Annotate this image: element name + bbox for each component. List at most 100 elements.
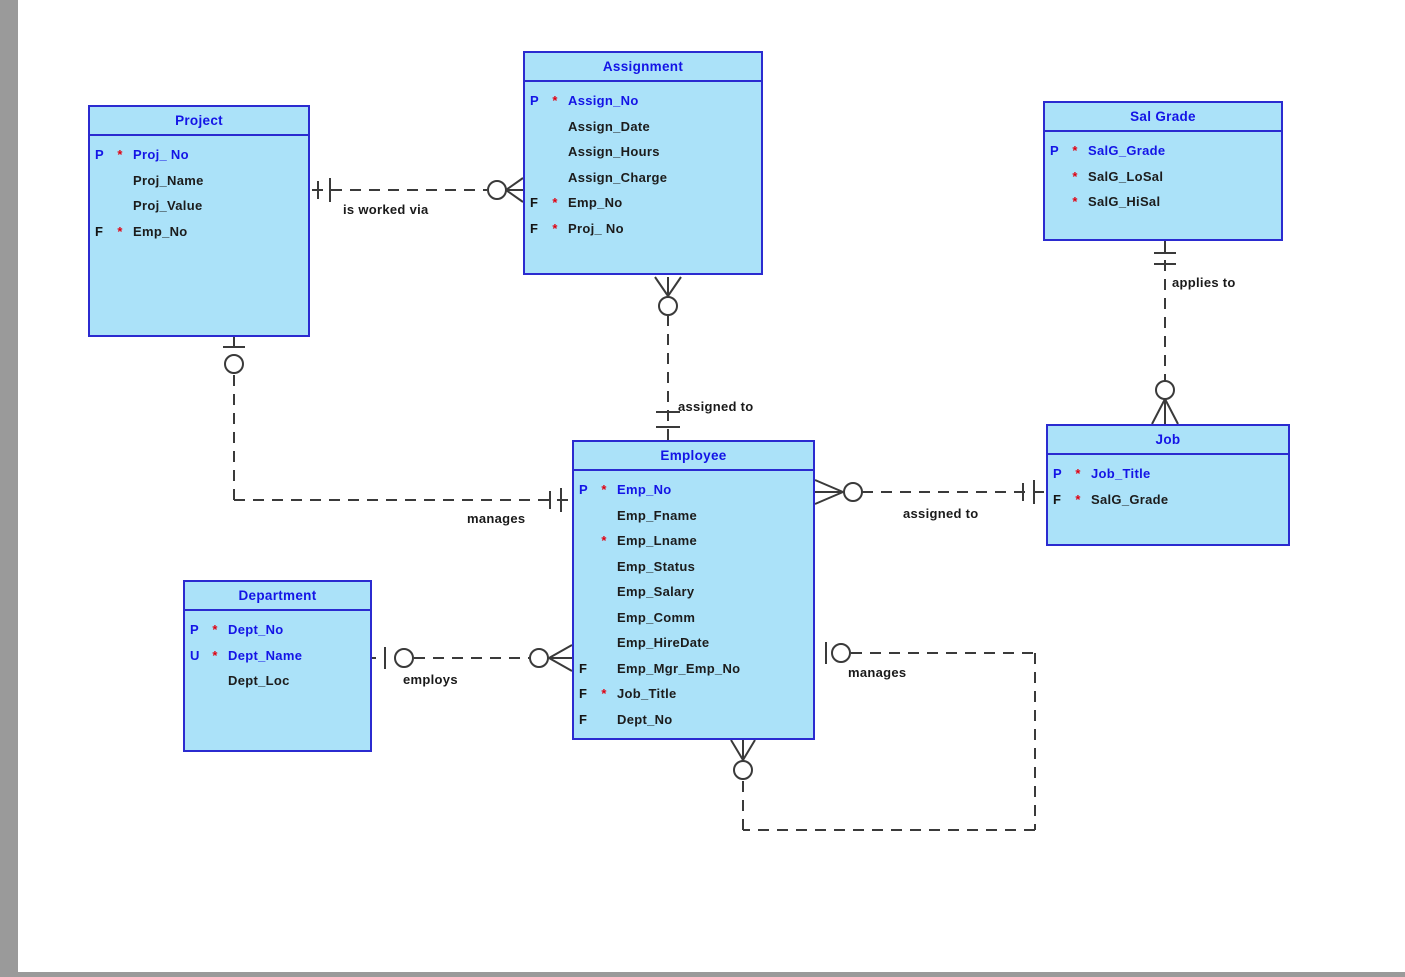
attribute-list: P * Assign_No Assign_Date Assign_Hours A… [525, 82, 761, 241]
attribute-name: Proj_ No [133, 147, 189, 162]
attribute-row: Proj_Value [90, 193, 308, 219]
attribute-row: F * Job_Title [574, 681, 813, 707]
required-flag [547, 114, 563, 140]
relationship-is-worked-via[interactable] [312, 177, 524, 203]
key-flag [1045, 189, 1067, 215]
attribute-row: P * Emp_No [574, 477, 813, 503]
attribute-list: P * Dept_No U * Dept_Name Dept_Loc [185, 611, 370, 694]
window-edge-bottom [0, 972, 1405, 977]
key-flag: F [95, 223, 104, 239]
key-flag [185, 668, 207, 694]
attribute-row: F Dept_No [574, 707, 813, 733]
attribute-row: Assign_Hours [525, 139, 761, 165]
relationship-employs[interactable] [372, 644, 573, 672]
key-flag: P [530, 93, 539, 108]
attribute-name: Assign_Charge [568, 169, 668, 185]
relationship-label-manages-project: manages [467, 511, 526, 526]
key-flag [574, 528, 596, 554]
attribute-name: SalG_Grade [1091, 491, 1169, 507]
key-flag: P [1050, 143, 1059, 158]
key-flag [574, 503, 596, 529]
relationship-label-assigned-to-job: assigned to [903, 506, 979, 521]
attribute-name: Emp_Comm [617, 609, 696, 625]
relationship-manages-project-employee[interactable] [223, 337, 572, 512]
entity-title: Project [90, 107, 308, 136]
required-flag [596, 707, 612, 733]
required-flag: * [1072, 194, 1078, 209]
relationship-applies-to[interactable] [1151, 241, 1179, 425]
key-flag [90, 168, 112, 194]
required-flag [596, 656, 612, 682]
key-flag: P [190, 622, 199, 637]
relationship-manages-self[interactable] [730, 642, 1036, 831]
key-flag: F [530, 220, 539, 236]
attribute-row: P * Proj_ No [90, 142, 308, 168]
attribute-name: Emp_Lname [617, 533, 698, 548]
crowsfoot-icon [1151, 398, 1179, 425]
required-flag: * [117, 223, 123, 239]
key-flag: U [190, 647, 200, 663]
attribute-row: Emp_Status [574, 554, 813, 580]
entity-employee[interactable]: Employee P * Emp_No Emp_Fname * Emp_Lnam… [572, 440, 815, 740]
attribute-name: Assign_Hours [568, 144, 660, 159]
required-flag: * [117, 147, 123, 162]
crowsfoot-icon [505, 177, 524, 203]
key-flag [525, 114, 547, 140]
key-flag: F [530, 195, 539, 210]
attribute-row: Emp_Salary [574, 579, 813, 605]
attribute-row: * SalG_LoSal [1045, 164, 1281, 190]
attribute-name: Dept_No [228, 622, 284, 637]
attribute-row: * SalG_HiSal [1045, 189, 1281, 215]
attribute-row: * Emp_Lname [574, 528, 813, 554]
relationship-assigned-to-assignment-employee[interactable] [654, 276, 682, 440]
required-flag: * [601, 686, 607, 701]
entity-project[interactable]: Project P * Proj_ No Proj_Name Proj_Valu… [88, 105, 310, 337]
required-flag [596, 503, 612, 529]
required-flag: * [212, 622, 218, 637]
key-flag: F [1053, 491, 1062, 507]
attribute-row: P * SalG_Grade [1045, 138, 1281, 164]
entity-title: Employee [574, 442, 813, 471]
entity-title: Assignment [525, 53, 761, 82]
attribute-name: Job_Title [1091, 466, 1151, 481]
crowsfoot-icon [814, 479, 844, 505]
attribute-row: Emp_HireDate [574, 630, 813, 656]
attribute-row: Assign_Charge [525, 165, 761, 191]
required-flag: * [601, 533, 607, 548]
relationship-label-manages-self: manages [848, 665, 907, 680]
relationship-assigned-to-employee-job[interactable] [814, 479, 1046, 505]
crowsfoot-icon [548, 644, 573, 672]
relationship-label-applies-to: applies to [1172, 275, 1236, 290]
key-flag: F [579, 660, 588, 676]
entity-sal-grade[interactable]: Sal Grade P * SalG_Grade * SalG_LoSal * … [1043, 101, 1283, 241]
attribute-row: F * SalG_Grade [1048, 487, 1288, 513]
crowsfoot-icon [730, 739, 756, 761]
attribute-list: P * Emp_No Emp_Fname * Emp_Lname Emp_Sta… [574, 471, 813, 732]
entity-job[interactable]: Job P * Job_Title F * SalG_Grade [1046, 424, 1290, 546]
attribute-name: Emp_Status [617, 558, 696, 574]
key-flag: P [95, 147, 104, 162]
attribute-name: Emp_Salary [617, 584, 695, 599]
required-flag [596, 630, 612, 656]
required-flag: * [212, 647, 218, 663]
key-flag [574, 630, 596, 656]
entity-department[interactable]: Department P * Dept_No U * Dept_Name Dep… [183, 580, 372, 752]
required-flag: * [552, 220, 558, 236]
attribute-name: Job_Title [617, 686, 677, 701]
attribute-name: Emp_Fname [617, 507, 698, 523]
entity-assignment[interactable]: Assignment P * Assign_No Assign_Date Ass… [523, 51, 763, 275]
crowsfoot-icon [654, 276, 682, 297]
attribute-list: P * SalG_Grade * SalG_LoSal * SalG_HiSal [1045, 132, 1281, 215]
key-flag [525, 139, 547, 165]
attribute-name: SalG_HiSal [1088, 194, 1161, 209]
entity-title: Job [1048, 426, 1288, 455]
relationship-label-assigned-to-assignment: assigned to [678, 399, 754, 414]
attribute-row: Proj_Name [90, 168, 308, 194]
required-flag [596, 605, 612, 631]
key-flag: F [579, 686, 588, 701]
key-flag [574, 554, 596, 580]
attribute-row: F * Emp_No [90, 219, 308, 245]
attribute-name: Assign_No [568, 93, 639, 108]
attribute-name: SalG_Grade [1088, 143, 1166, 158]
